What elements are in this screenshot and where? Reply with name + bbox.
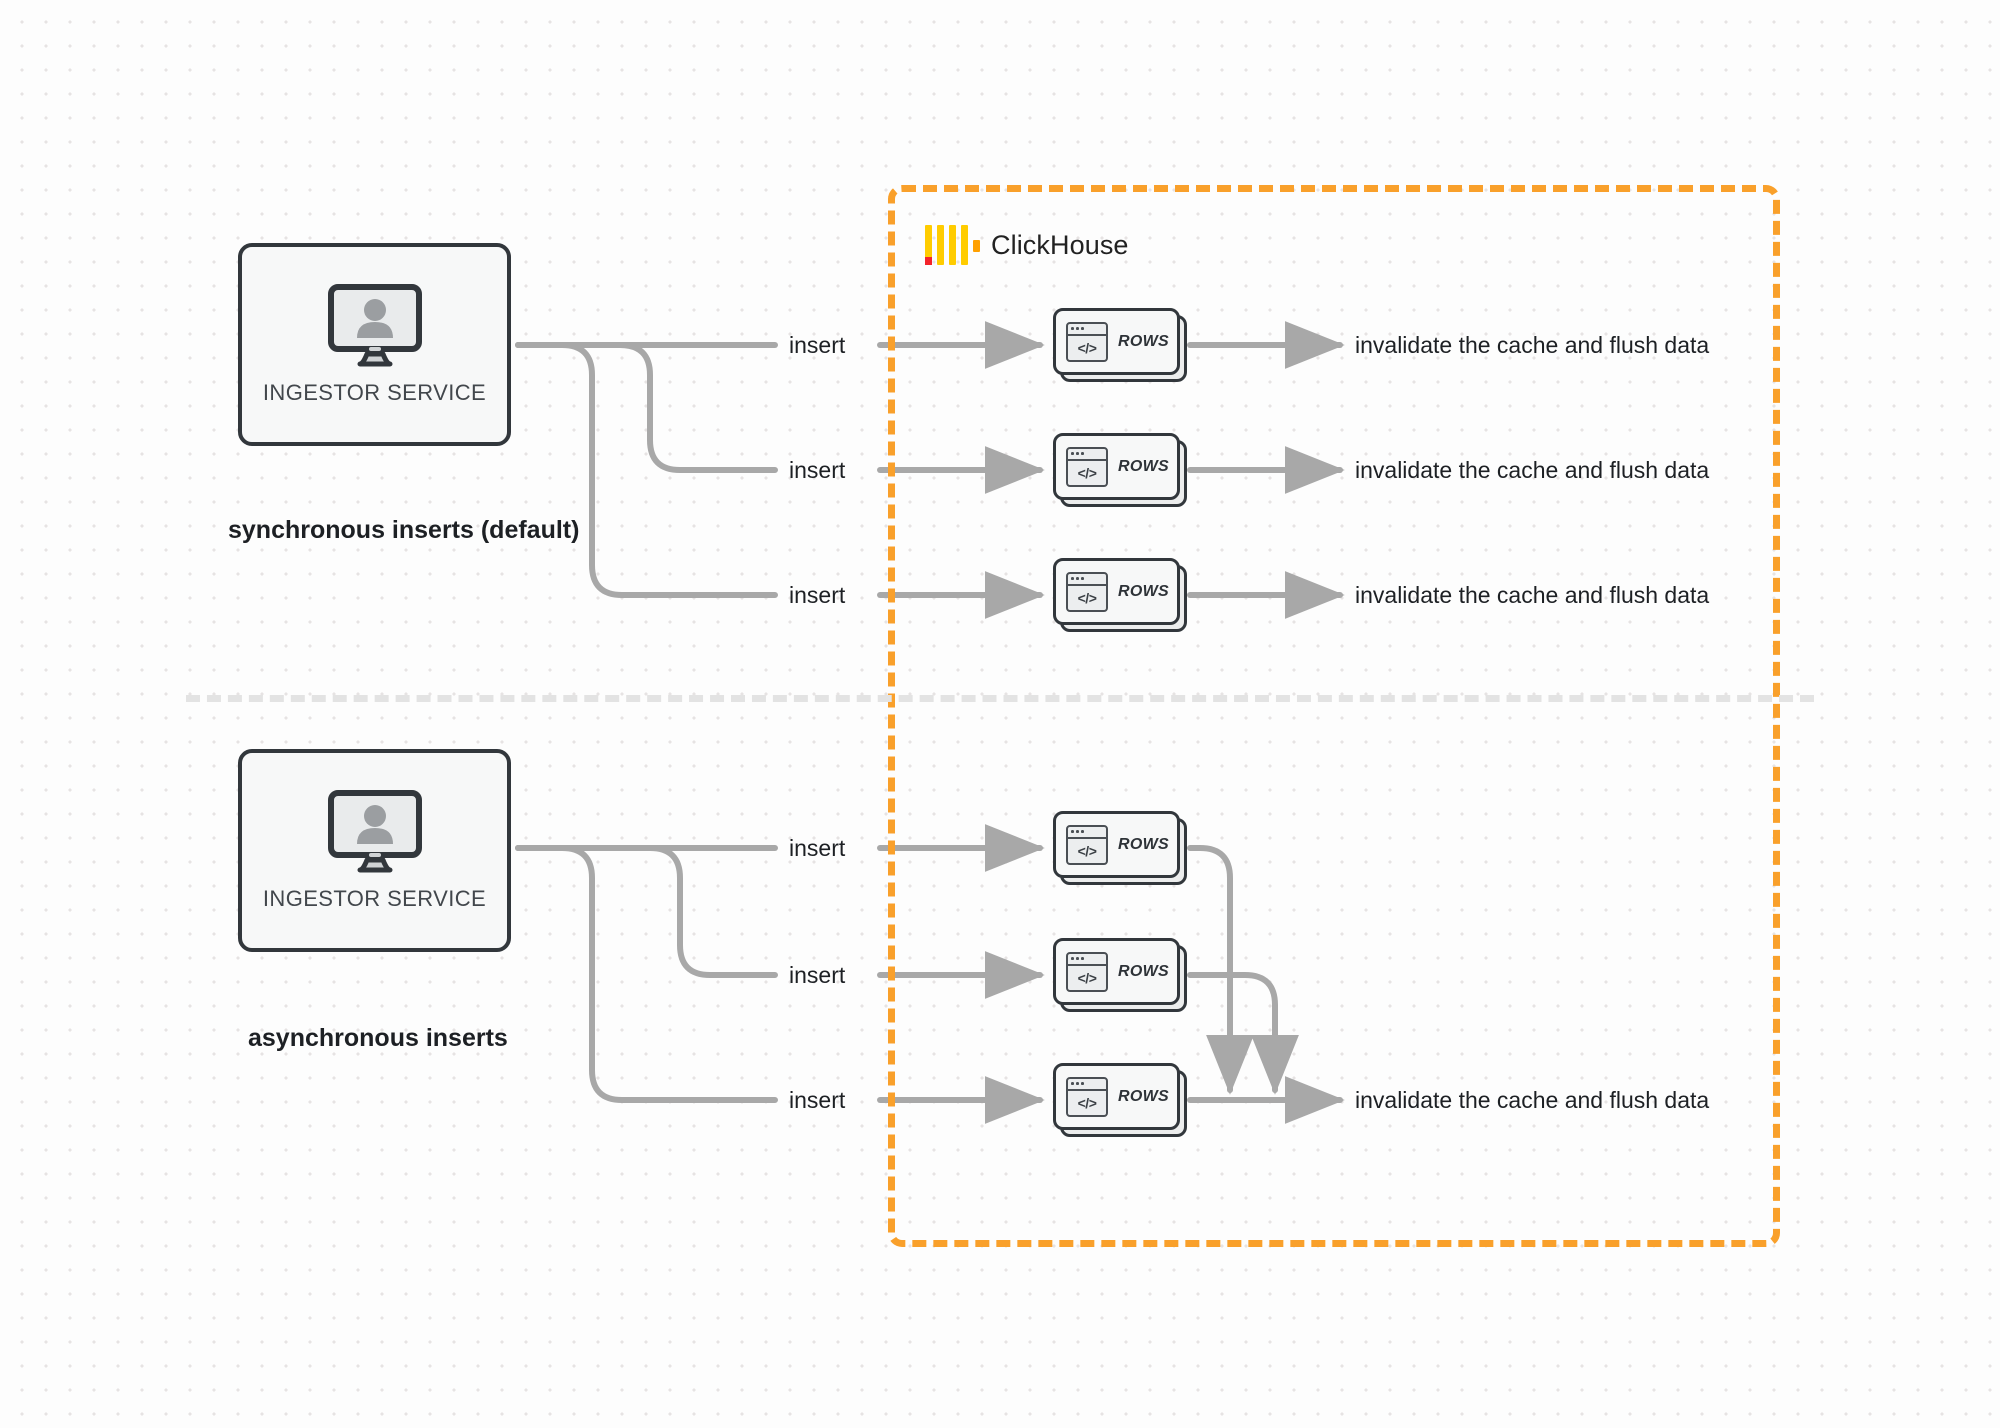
edge-label-insert: insert [789, 582, 846, 608]
rows-card[interactable]: </> ROWS [1053, 308, 1187, 382]
caption-asynchronous: asynchronous inserts [248, 1024, 508, 1052]
section-divider [186, 695, 1814, 702]
code-window-icon: </> [1066, 446, 1108, 487]
edge-async-2-out [515, 845, 778, 978]
rows-card-label: ROWS [1118, 332, 1169, 350]
rows-card-face: </> ROWS [1053, 811, 1180, 878]
edge-label-insert: insert [789, 835, 846, 861]
monitor-user-icon [327, 283, 423, 370]
clickhouse-brand-label: ClickHouse [991, 229, 1129, 260]
code-window-icon: </> [1066, 824, 1108, 865]
code-window-icon: </> [1066, 571, 1108, 612]
result-label-flush: invalidate the cache and flush data [1355, 582, 1710, 608]
code-window-icon: </> [1066, 951, 1108, 992]
edge-label-insert: insert [789, 332, 846, 358]
ingestor-service-async[interactable]: INGESTOR SERVICE [238, 749, 511, 952]
rows-card-label: ROWS [1118, 582, 1169, 600]
ingestor-service-label: INGESTOR SERVICE [262, 885, 487, 911]
rows-card-label: ROWS [1118, 1087, 1169, 1105]
rows-card-face: </> ROWS [1053, 558, 1180, 625]
edge-label-insert: insert [789, 1087, 846, 1113]
edge-label-insert: insert [789, 457, 846, 483]
edge-sync-3-out [515, 342, 778, 598]
ingestor-service-sync[interactable]: INGESTOR SERVICE [238, 243, 511, 446]
rows-card-label: ROWS [1118, 457, 1169, 475]
rows-card[interactable]: </> ROWS [1053, 433, 1187, 507]
edge-async-3-out [515, 845, 778, 1103]
rows-card[interactable]: </> ROWS [1053, 558, 1187, 632]
result-label-flush: invalidate the cache and flush data [1355, 457, 1710, 483]
clickhouse-logo [925, 225, 980, 265]
rows-card-face: </> ROWS [1053, 1063, 1180, 1130]
edge-async-1-merge [1187, 845, 1254, 1095]
code-window-icon: </> [1066, 321, 1108, 362]
clickhouse-boundary [888, 185, 1780, 1247]
rows-card-face: </> ROWS [1053, 308, 1180, 375]
rows-card-label: ROWS [1118, 962, 1169, 980]
rows-card[interactable]: </> ROWS [1053, 938, 1187, 1012]
edge-label-insert: insert [789, 962, 846, 988]
caption-synchronous: synchronous inserts (default) [228, 516, 580, 544]
rows-card-face: </> ROWS [1053, 433, 1180, 500]
rows-card[interactable]: </> ROWS [1053, 1063, 1187, 1137]
rows-card-face: </> ROWS [1053, 938, 1180, 1005]
monitor-user-icon [327, 789, 423, 876]
edge-sync-2-out [515, 342, 778, 473]
rows-card-label: ROWS [1118, 835, 1169, 853]
code-window-icon: </> [1066, 1076, 1108, 1117]
rows-card[interactable]: </> ROWS [1053, 811, 1187, 885]
result-label-flush: invalidate the cache and flush data [1355, 332, 1710, 358]
result-label-flush-merged: invalidate the cache and flush data [1355, 1087, 1710, 1113]
edge-async-2-merge [1187, 972, 1299, 1095]
clickhouse-brand: ClickHouse [925, 222, 1129, 268]
ingestor-service-label: INGESTOR SERVICE [262, 379, 487, 405]
